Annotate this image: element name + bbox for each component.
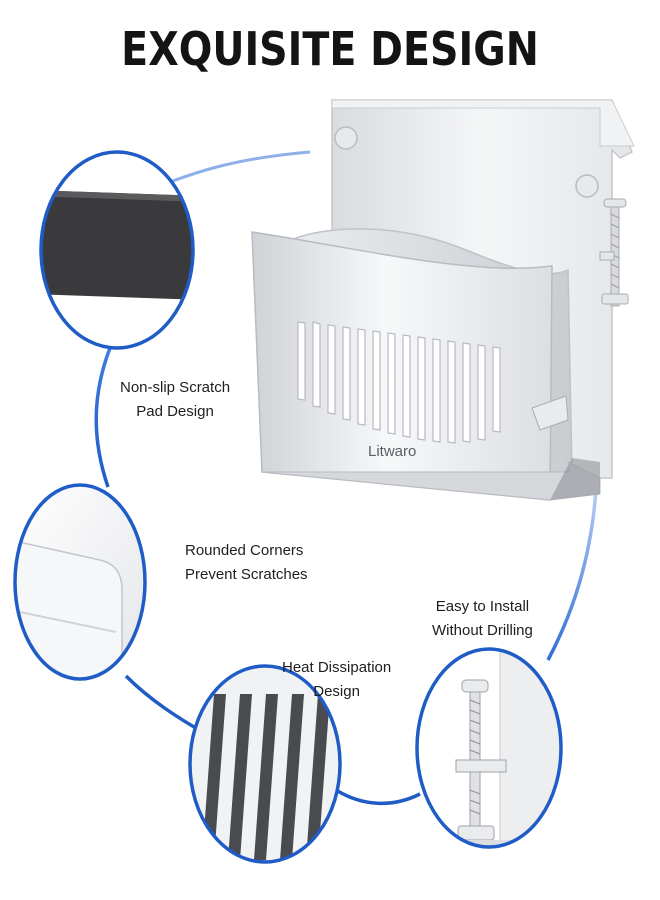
feature-caption-heat: Heat Dissipation Design: [282, 656, 391, 704]
laptop-stand: Litwaro: [251, 99, 635, 501]
page-title: EXQUISITE DESIGN: [121, 22, 539, 76]
feature-caption-corners: Rounded Corners Prevent Scratches: [185, 539, 308, 587]
callout-corner: [13, 483, 147, 681]
clamp-screw: [599, 198, 629, 307]
feature-line: Design: [313, 683, 360, 700]
feature-line: Non-slip Scratch: [120, 379, 231, 396]
feature-line: Rounded Corners: [185, 542, 304, 559]
mounting-screw-cap: [575, 174, 599, 198]
callout-vents: [188, 664, 342, 864]
connector-arc-bottom: [335, 788, 421, 805]
connector-arc-left: [94, 347, 112, 488]
connector-arc-top: [159, 150, 311, 188]
feature-caption-pad: Non-slip Scratch Pad Design: [120, 376, 230, 424]
feature-line: Without Drilling: [432, 622, 533, 639]
vent-slots: [297, 321, 501, 444]
connector-arc-bottom-left: [124, 674, 207, 736]
feature-line: Heat Dissipation: [282, 659, 392, 676]
callout-clamp: [415, 647, 563, 849]
mounting-screw-cap: [334, 126, 358, 150]
feature-line: Easy to Install: [435, 598, 530, 615]
feature-line: Pad Design: [136, 403, 214, 420]
brand-label: Litwaro: [368, 443, 416, 460]
callout-pad: [39, 150, 195, 350]
feature-line: Prevent Scratches: [185, 566, 308, 583]
feature-caption-install: Easy to Install Without Drilling: [432, 595, 533, 643]
